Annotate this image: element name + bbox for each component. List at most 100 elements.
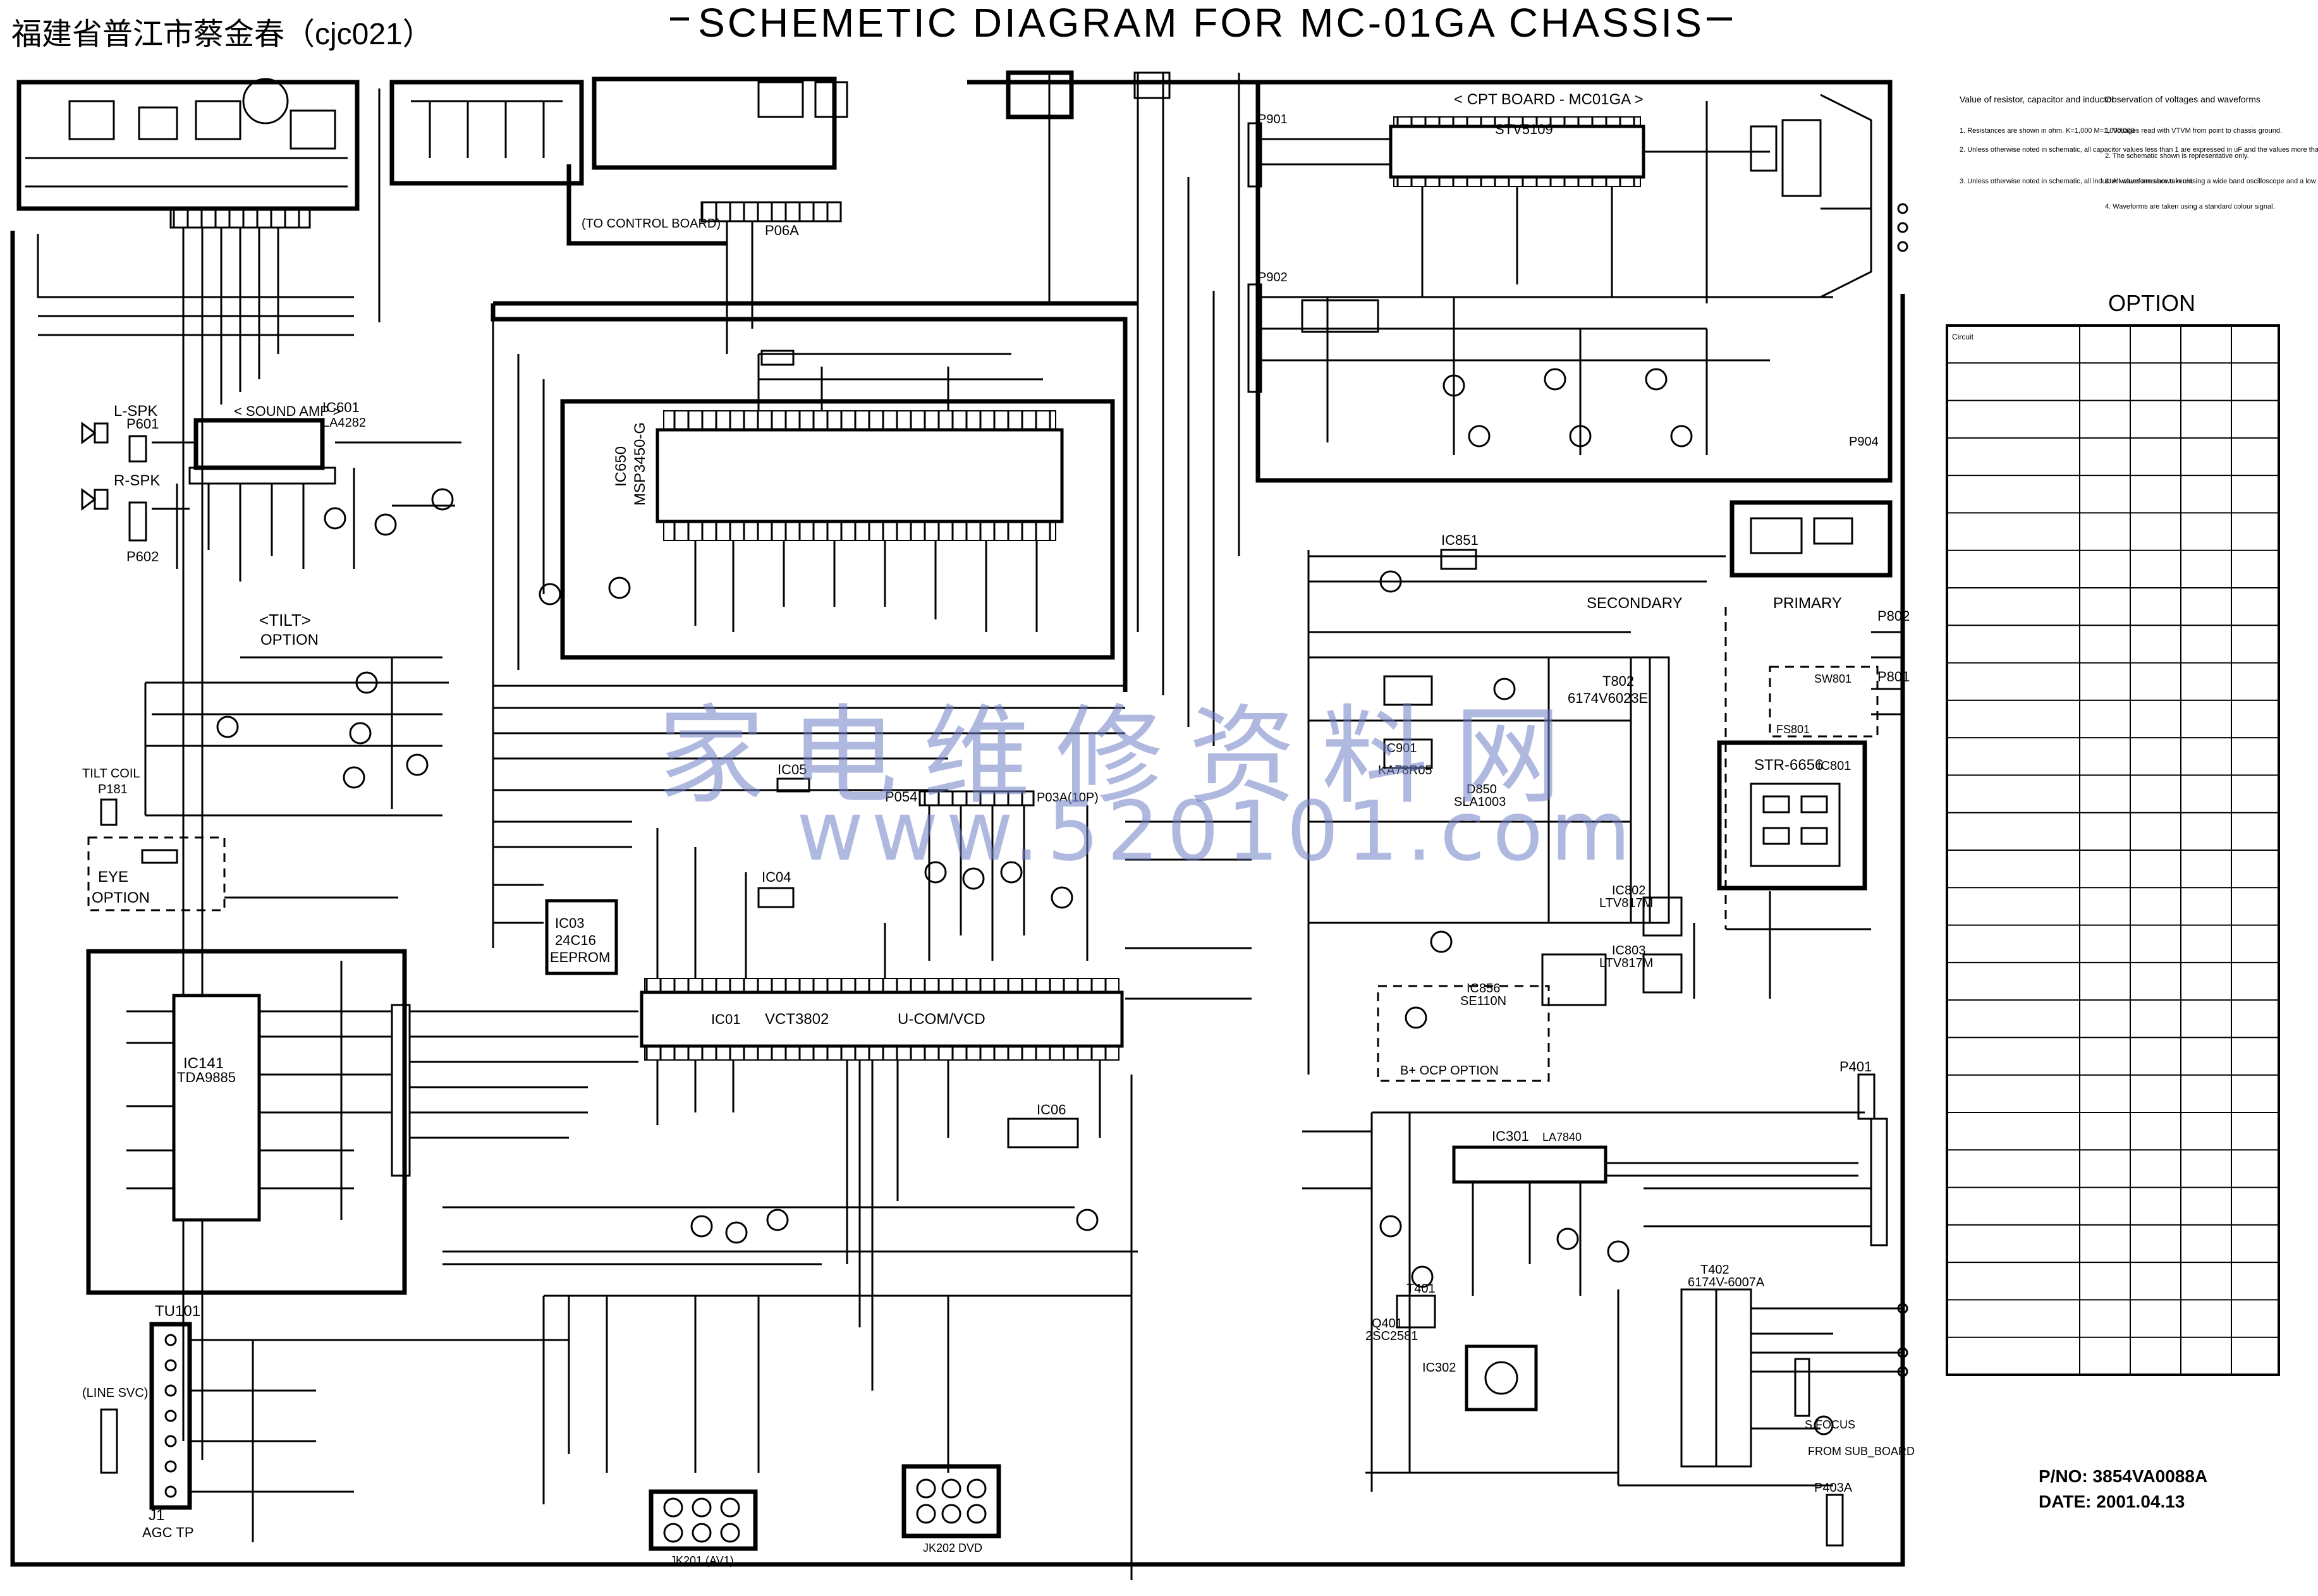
bocp-label: B+ OCP OPTION <box>1400 1064 1499 1078</box>
ic802-label: IC802 <box>1612 884 1645 898</box>
t401-label: T401 <box>1406 1282 1436 1296</box>
ic801-label: IC801 <box>1817 759 1851 773</box>
sub-board <box>1729 500 1893 578</box>
ic901-label: IC901 <box>1383 741 1417 755</box>
t402-part: 6174V-6007A <box>1688 1276 1765 1289</box>
p902-label: P902 <box>1258 271 1288 284</box>
p801-label: P801 <box>1877 669 1910 685</box>
jk201-jack <box>649 1489 758 1551</box>
eye-option-line2: OPTION <box>92 889 150 906</box>
agc-tp-label: AGC TP <box>142 1525 194 1540</box>
ic04-label: IC04 <box>762 869 791 885</box>
primary-label: PRIMARY <box>1773 595 1842 612</box>
q401-part: 2SC2581 <box>1365 1329 1418 1343</box>
tilt-label: <TILT> <box>259 611 311 630</box>
ic03-type: EEPROM <box>550 949 610 965</box>
p06a-label: P06A <box>765 222 799 238</box>
j1-label: J1 <box>149 1507 164 1524</box>
ic601-label: IC601 <box>322 399 360 415</box>
notes-left-2: 2. Unless otherwise noted in schematic, … <box>1960 146 2318 154</box>
notes-right-3: 3. All waveforms are taken using a wide … <box>2105 178 2318 185</box>
str-label: STR-6656 <box>1754 757 1823 774</box>
option-table-header: Circuit <box>1952 332 1974 341</box>
ic650-part: MSP3450-G <box>631 422 649 506</box>
outer-frame <box>10 231 1905 1567</box>
to-control-board-label: (TO CONTROL BOARD) <box>582 217 721 231</box>
notes-right-4: 4. Waveforms are taken using a standard … <box>2105 203 2275 210</box>
tilt-circuit <box>144 656 449 817</box>
vct3802-label: VCT3802 <box>765 1011 829 1028</box>
if-block <box>86 949 407 1295</box>
ic851-label: IC851 <box>1441 532 1479 548</box>
main-bus-lines <box>37 73 1240 1460</box>
rspk-label: R-SPK <box>114 472 160 489</box>
watermark-cn: 家电维修资料网 <box>657 694 1587 819</box>
ic301-chip <box>1452 1145 1607 1184</box>
lspk-label: L-SPK <box>114 403 157 420</box>
p601-label: P601 <box>126 416 159 432</box>
p802-label: P802 <box>1877 608 1910 624</box>
fs801-label: FS801 <box>1776 723 1810 736</box>
notes-right-title: Observation of voltages and waveforms <box>2105 94 2260 104</box>
top-left-block <box>16 76 848 211</box>
sound-amp-label: < SOUND AMP > <box>234 403 341 419</box>
p403a-label: P403A <box>1814 1481 1853 1495</box>
p904-label: P904 <box>1849 435 1879 449</box>
ic01-chip <box>640 990 1124 1048</box>
ic301-label: IC301 <box>1492 1128 1529 1144</box>
ic802-part: LTV817M <box>1599 896 1653 910</box>
speaker-icon <box>81 422 109 511</box>
tilt-coil-label: TILT COIL <box>82 767 140 781</box>
notes-right-1: 1. Voltages read with VTVM from point to… <box>2105 127 2282 135</box>
ic01-label: IC01 <box>711 1011 740 1027</box>
sound-amp-box <box>193 418 325 470</box>
cpt-board-label: < CPT BOARD - MC01GA > <box>1454 91 1644 108</box>
ic06-label: IC06 <box>1037 1102 1066 1118</box>
diagram-title: SCHEMETIC DIAGRAM FOR MC-01GA CHASSIS <box>698 0 1704 46</box>
d850-label: D850 <box>1467 783 1497 796</box>
ic302-label: IC302 <box>1422 1361 1456 1375</box>
t802-part: 6174V6023E <box>1568 690 1648 706</box>
notes-left-title: Value of resistor, capacitor and inducto… <box>1960 94 2114 104</box>
p401-label: P401 <box>1839 1059 1872 1075</box>
ic03-label: IC03 <box>555 915 584 931</box>
ic141-chip <box>172 994 261 1222</box>
ic302-chip <box>1465 1344 1538 1411</box>
ic856-part: SE110N <box>1460 994 1506 1008</box>
ic650-chip <box>656 428 1064 523</box>
q401-label: Q401 <box>1372 1317 1403 1331</box>
sw801-label: SW801 <box>1814 673 1851 685</box>
jk202-label: JK202 DVD <box>923 1542 982 1554</box>
watermark-url: www.520101.com <box>796 783 1638 879</box>
jk201-label: JK201 (AV1) <box>670 1554 734 1567</box>
ic650-area <box>560 399 1115 660</box>
tu101-label: TU101 <box>155 1303 200 1320</box>
corner-watermark: 福建省普江市蔡金春（cjc021） <box>11 18 433 51</box>
jk202-jack <box>901 1464 1001 1538</box>
secondary-label: SECONDARY <box>1587 595 1683 612</box>
from-sub-label: FROM SUB_BOARD <box>1808 1445 1915 1458</box>
part-number: P/NO: 3854VA0088A <box>2039 1466 2207 1486</box>
eye-option-line1: EYE <box>98 868 128 886</box>
notes-right-2: 2. The schematic shown is representative… <box>2105 152 2249 160</box>
crt-icon <box>1750 94 1872 298</box>
ic650-label: IC650 <box>613 446 630 487</box>
eeprom-chip <box>545 899 618 975</box>
tda9885-label: TDA9885 <box>177 1069 236 1085</box>
ic05-label: IC05 <box>778 762 807 777</box>
option-table: Circuit <box>1946 324 2280 1376</box>
bocp-box <box>1377 985 1550 1082</box>
notes-left-3: 3. Unless otherwise noted in schematic, … <box>1960 178 2194 185</box>
d850-part: SLA1003 <box>1454 795 1506 809</box>
ic301-part: LA7840 <box>1542 1131 1582 1143</box>
p054-label: P054 <box>885 789 917 805</box>
eye-option-box <box>87 836 226 911</box>
ic141-label: IC141 <box>183 1055 224 1072</box>
tuner-box <box>149 1322 192 1510</box>
ucom-label: U-COM/VCD <box>898 1011 985 1028</box>
p602-label: P602 <box>126 549 159 564</box>
notes-left-1: 1. Resistances are shown in ohm. K=1,000… <box>1960 127 2135 135</box>
ic601-part: LA4282 <box>322 416 366 430</box>
date: DATE: 2001.04.13 <box>2039 1492 2185 1511</box>
